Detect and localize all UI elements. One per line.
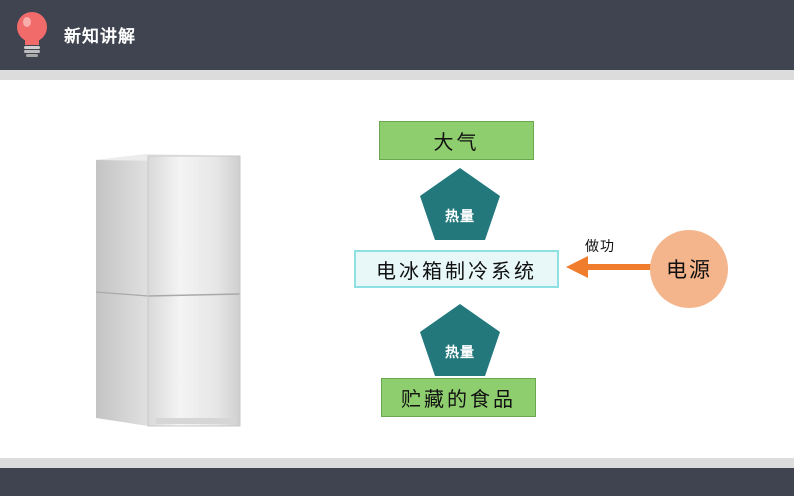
pentagon-shape [420, 304, 500, 376]
heat-label-lower: 热量 [445, 345, 475, 361]
refrigeration-system-box: 电冰箱制冷系统 [354, 250, 559, 288]
arrow-left-icon [566, 256, 652, 278]
heat-label-upper: 热量 [445, 209, 475, 225]
footer-divider [0, 458, 794, 468]
lightbulb-icon [17, 12, 47, 57]
header-bar: 新知讲解 [0, 0, 794, 70]
heat-pentagon-upper: 热量 [418, 166, 502, 242]
work-label: 做功 [585, 239, 615, 255]
atmosphere-box: 大气 [379, 121, 534, 160]
pentagon-shape [420, 168, 500, 240]
page-title: 新知讲解 [64, 27, 136, 47]
heat-pentagon-lower: 热量 [418, 302, 502, 378]
footer-bar [0, 468, 794, 496]
stored-food-box: 贮藏的食品 [381, 378, 536, 417]
power-source-circle: 电源 [650, 230, 728, 308]
refrigerator-image [95, 154, 241, 427]
header-divider [0, 70, 794, 80]
